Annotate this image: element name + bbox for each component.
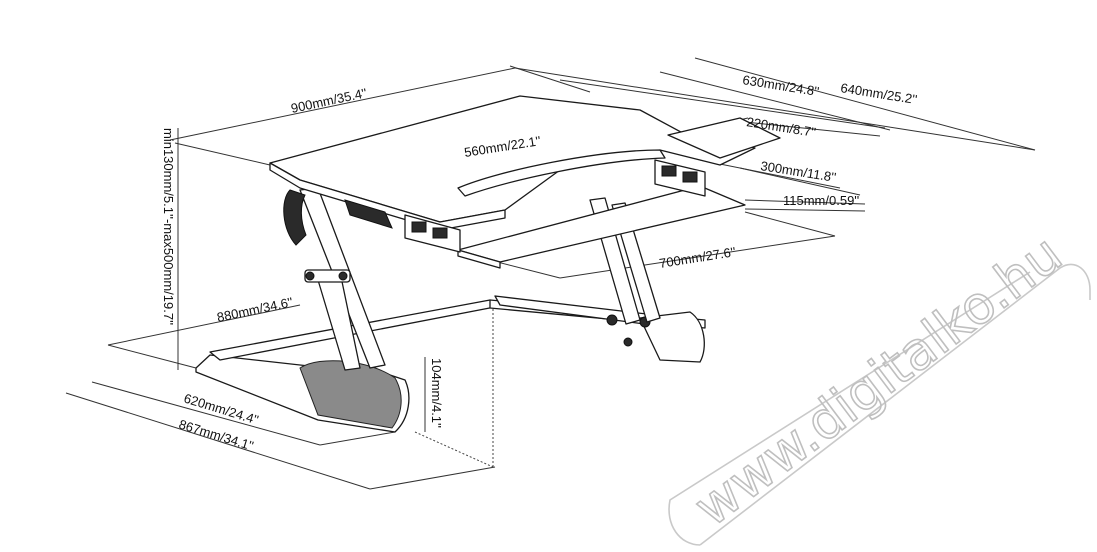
watermark: www.digitalko.hu <box>668 223 1091 546</box>
watermark-text: www.digitalko.hu <box>684 224 1074 538</box>
label-depth-total: 640mm/25.2'' <box>840 80 919 107</box>
right-bracket <box>639 311 705 363</box>
label-keyboard-width: 700mm/27.6'' <box>658 244 737 271</box>
side-wing <box>667 117 781 159</box>
label-width-total: 900mm/35.4'' <box>290 85 369 116</box>
desk-converter-illustration <box>195 95 781 433</box>
label-keyboard-offset: 115mm/0.59'' <box>783 193 859 208</box>
label-base-height: 104mm/4.1'' <box>429 358 444 428</box>
label-depth-top: 630mm/24.8'' <box>742 72 821 99</box>
label-height-range: min130mm/5.1''-max500mm/19.7'' <box>161 128 176 325</box>
watermark-frame <box>668 263 1091 546</box>
label-base-width: 880mm/34.6'' <box>216 294 295 325</box>
dimension-lines <box>65 57 1036 490</box>
